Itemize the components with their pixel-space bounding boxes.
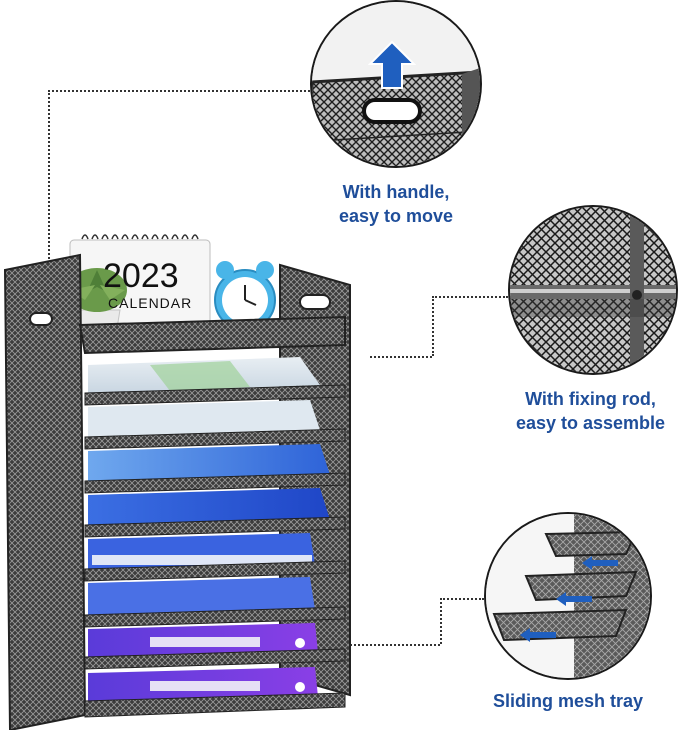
- sliding-tray-callout-line1: Sliding mesh tray: [492, 691, 644, 711]
- fixing-rod-detail-image: [510, 207, 676, 373]
- calendar-year: 2023: [103, 257, 179, 295]
- organizer-illustration: [3, 234, 351, 732]
- leader-line-tray-vertical: [440, 598, 442, 644]
- arrow-up-icon: [367, 40, 417, 95]
- leader-line-rod-to-product: [370, 356, 432, 358]
- fixing-rod-detail-circle: [508, 205, 678, 375]
- leader-line-rod-horizontal: [432, 296, 508, 298]
- handle-callout-line2: easy to move: [338, 206, 454, 226]
- leader-line-tray-to-product: [345, 644, 440, 646]
- leader-line-rod-vertical: [432, 296, 434, 356]
- sliding-tray-callout-text: Sliding mesh tray: [470, 689, 666, 713]
- calendar-label: CALENDAR: [108, 295, 193, 311]
- slide-arrow-icon-3: [520, 628, 556, 647]
- handle-callout-line1: With handle,: [342, 182, 450, 202]
- leader-line-handle-vertical: [48, 90, 50, 270]
- left-side-panel: [3, 253, 87, 732]
- handle-callout-text: With handle, easy to move: [318, 180, 474, 228]
- leader-line-tray-horizontal: [440, 598, 484, 600]
- fixing-rod-callout-text: With fixing rod, easy to assemble: [498, 387, 679, 435]
- fixing-rod-callout-line2: easy to assemble: [515, 413, 666, 433]
- product-organizer: 2023 CALENDAR: [0, 225, 360, 732]
- fixing-rod-callout-line1: With fixing rod,: [525, 389, 656, 409]
- leader-line-handle-horizontal: [48, 90, 310, 92]
- alarm-clock-illustration: [214, 261, 276, 340]
- slide-arrow-icon-2: [556, 592, 592, 611]
- tray-stack: [84, 357, 346, 718]
- slide-arrow-icon-1: [582, 556, 618, 575]
